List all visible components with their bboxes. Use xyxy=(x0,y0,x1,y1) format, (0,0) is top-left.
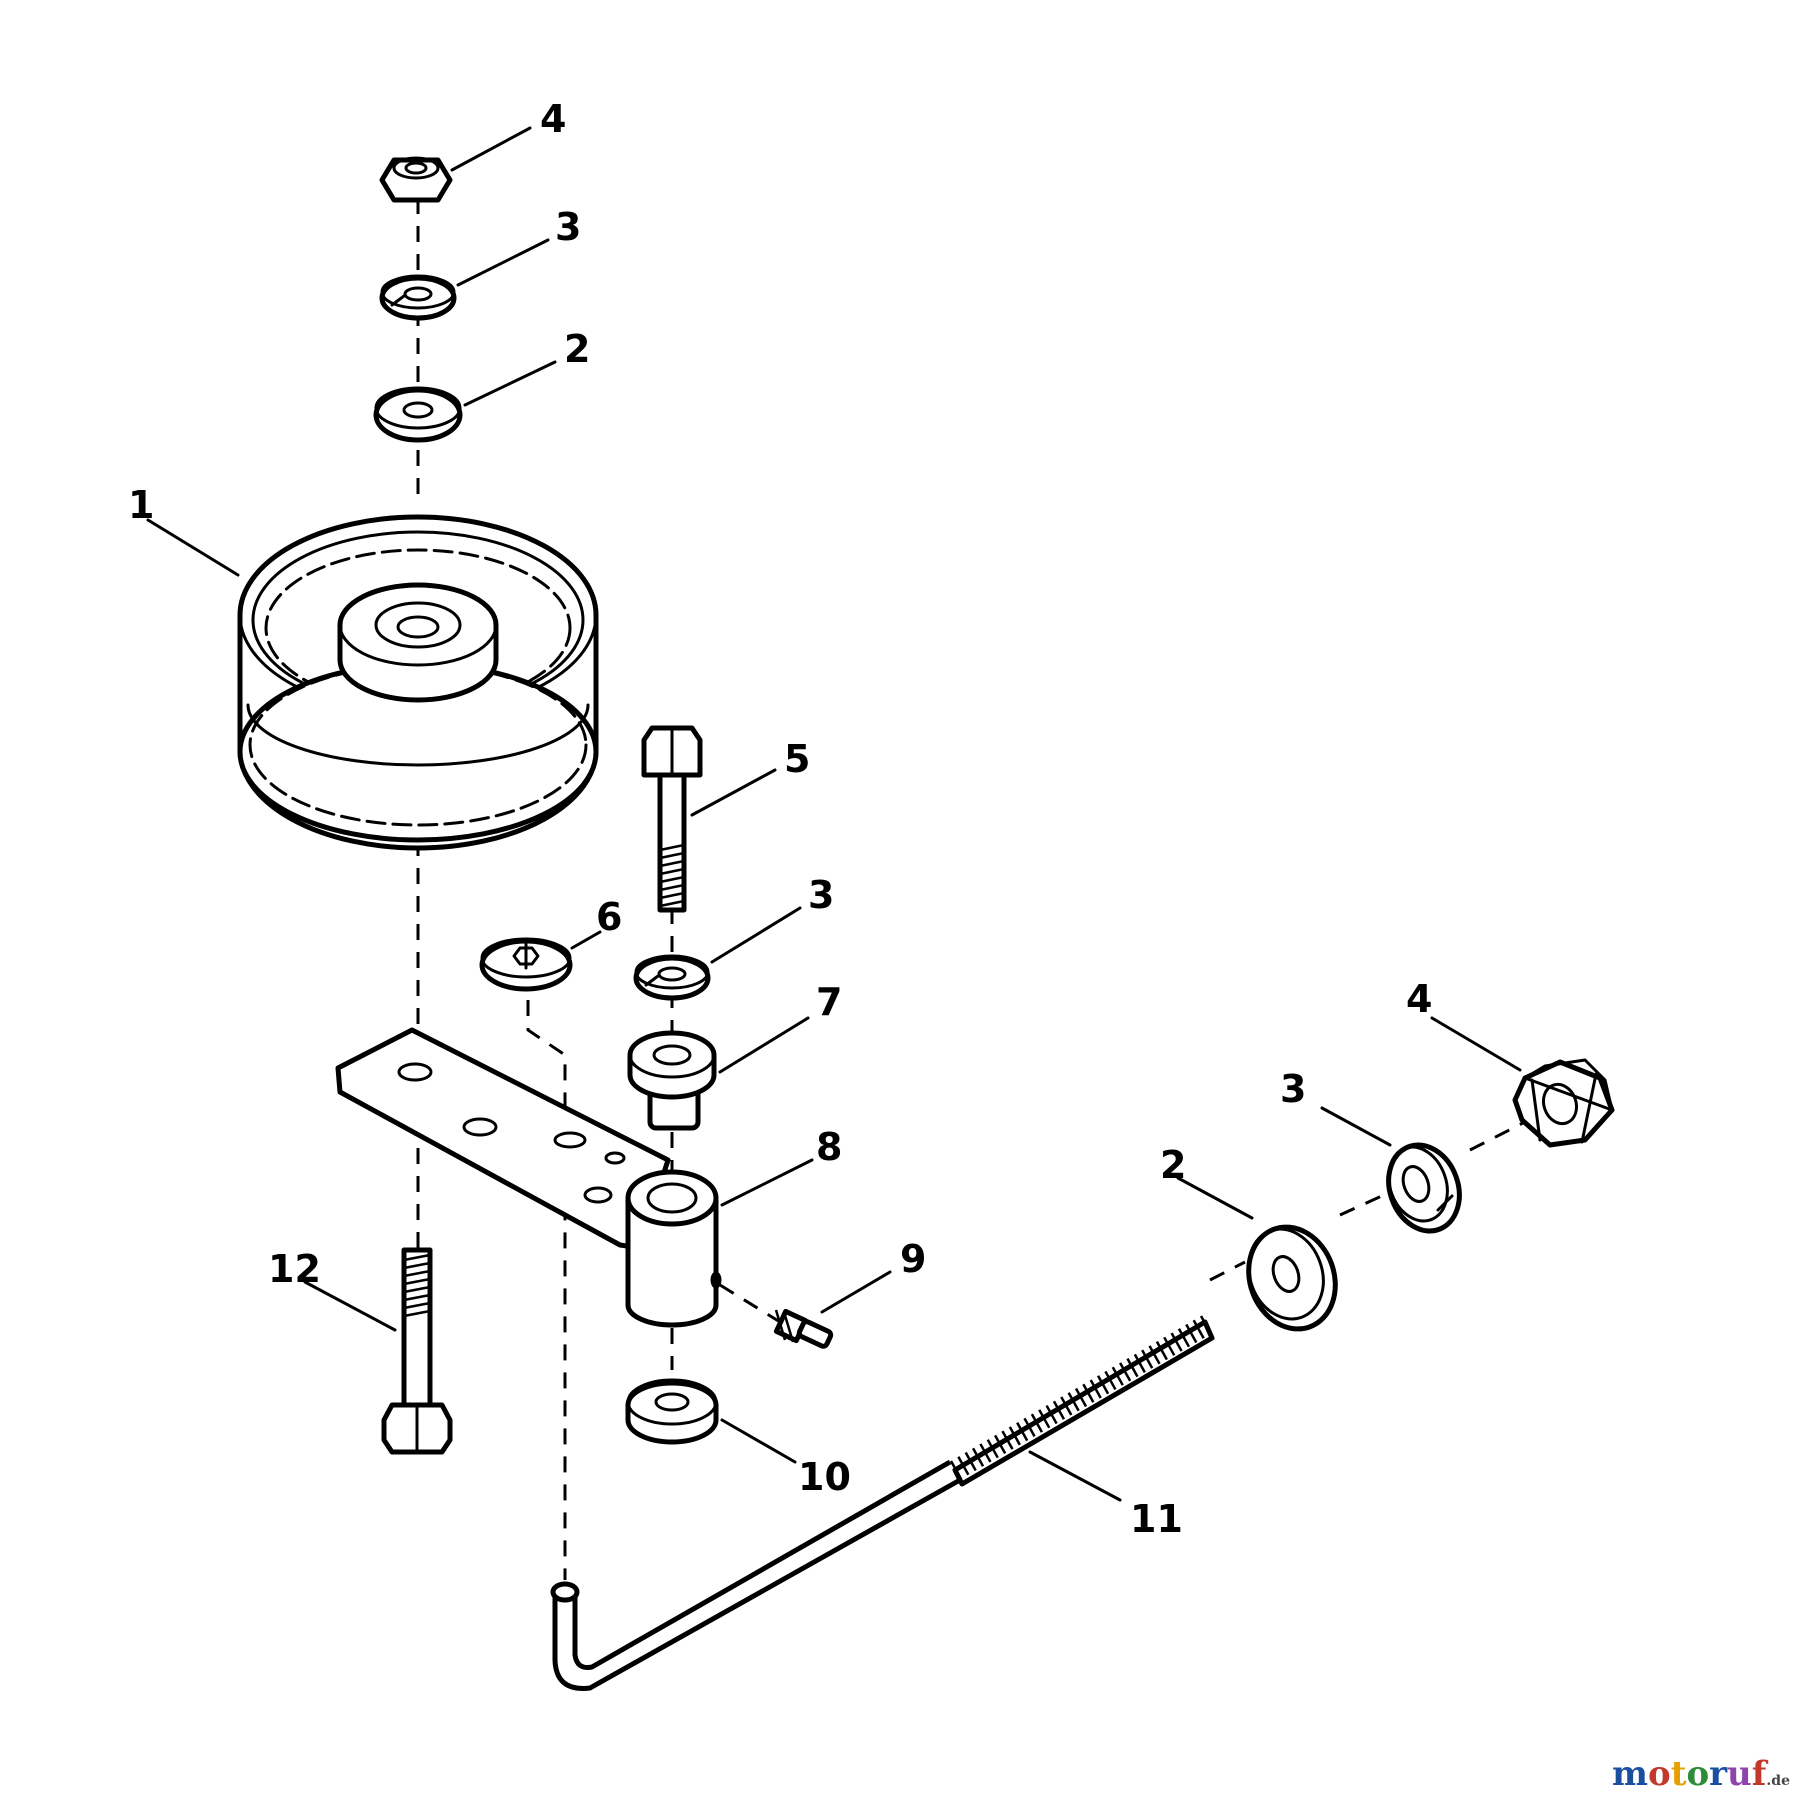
flat-washer-right xyxy=(1246,1224,1338,1332)
bolt-upper xyxy=(641,725,703,913)
callout-4-right: 4 xyxy=(1406,977,1432,1021)
watermark-logo: motoruf.de xyxy=(1612,1754,1790,1794)
callout-5: 5 xyxy=(784,737,810,781)
adjustment-rod xyxy=(550,1315,1215,1691)
lock-washer-top xyxy=(379,274,457,321)
callout-2-right: 2 xyxy=(1160,1143,1186,1187)
bolt-lower xyxy=(381,1247,453,1455)
callout-3-middle: 3 xyxy=(808,873,834,917)
callout-1: 1 xyxy=(128,483,154,527)
callout-9: 9 xyxy=(900,1237,926,1281)
lock-washer-middle xyxy=(633,954,711,1001)
bushing xyxy=(627,1030,717,1131)
hex-nut-right xyxy=(1512,1058,1615,1148)
callout-12: 12 xyxy=(268,1247,321,1291)
callout-4-top: 4 xyxy=(540,97,566,141)
grease-fitting xyxy=(773,1308,834,1349)
callout-3-right: 3 xyxy=(1280,1067,1306,1111)
flat-washer-top xyxy=(373,386,463,443)
hex-nut-top xyxy=(379,156,453,203)
spacer xyxy=(625,1378,719,1445)
callout-10: 10 xyxy=(798,1455,851,1499)
idler-pulley xyxy=(237,514,599,851)
push-nut xyxy=(479,937,573,992)
leader-lines xyxy=(146,126,1522,1502)
callout-11: 11 xyxy=(1130,1497,1183,1541)
callout-6: 6 xyxy=(596,895,622,939)
lock-washer-right xyxy=(1386,1142,1462,1234)
callout-3-top: 3 xyxy=(555,205,581,249)
callout-7: 7 xyxy=(816,980,842,1024)
callout-8: 8 xyxy=(816,1125,842,1169)
assembly-lines xyxy=(416,198,1526,1580)
callout-2-top: 2 xyxy=(564,327,590,371)
callouts: 4 3 2 1 5 3 6 7 8 9 10 11 12 2 3 4 xyxy=(128,97,1432,1541)
watermark-tld: .de xyxy=(1766,1773,1790,1789)
watermark-text: motoruf xyxy=(1612,1754,1767,1794)
idler-arm xyxy=(335,1027,722,1328)
